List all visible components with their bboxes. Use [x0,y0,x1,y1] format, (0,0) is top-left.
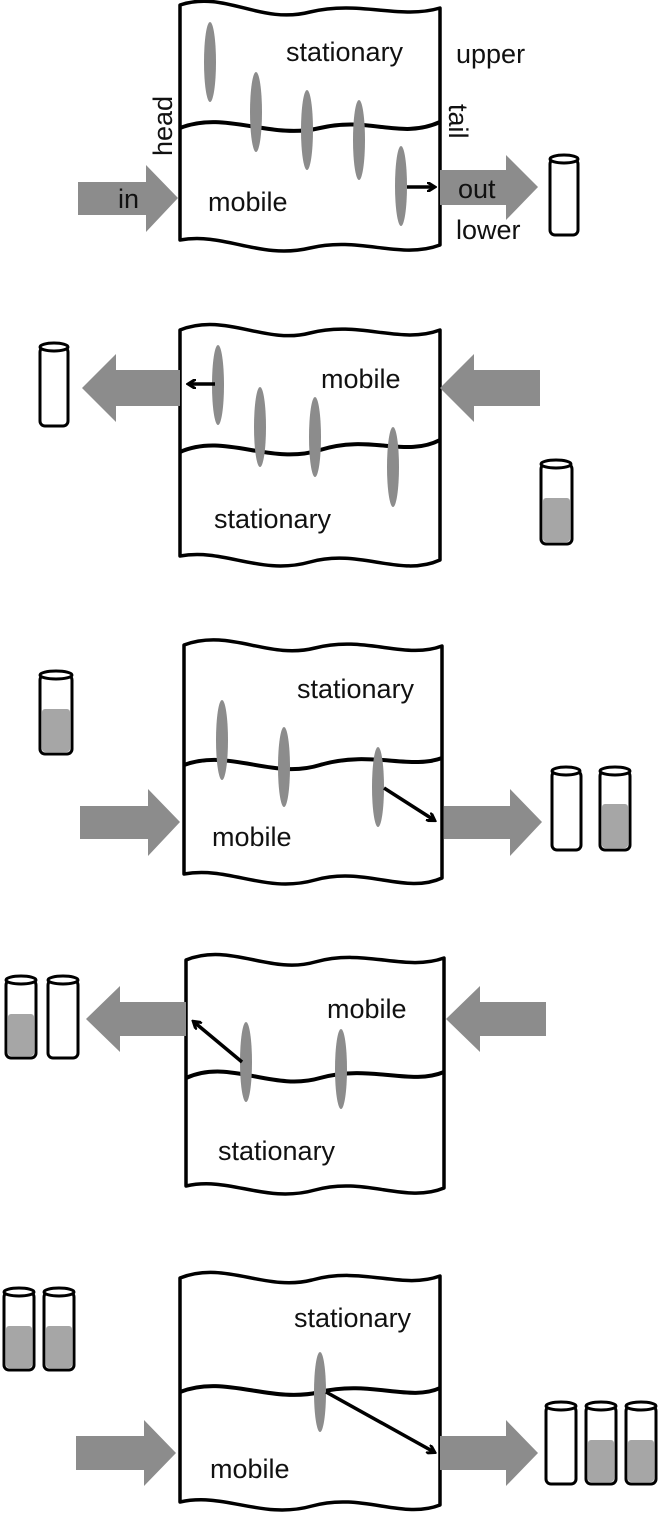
column-outline [178,322,442,568]
solute-band [309,397,321,477]
label-lower: lower [456,215,521,245]
label-mobile: mobile [212,822,292,852]
solute-band [301,90,313,170]
phase-interface [179,1384,441,1397]
solute-band [254,387,266,467]
vial-filled [4,974,38,1060]
label-stationary: stationary [286,37,404,67]
solute-band [240,1022,252,1102]
outlet-arrow [86,986,186,1052]
panel-3: stationary mobile [38,638,632,886]
solute-band [216,700,228,780]
solute-band [372,747,384,827]
label-upper: upper [456,39,525,69]
vial-filled [624,1400,658,1486]
phase-interface [179,120,441,133]
outlet-arrow [444,789,542,856]
solute-band [314,1352,326,1432]
label-mobile: mobile [208,187,288,217]
label-tail: tail [443,104,473,139]
label-stationary: stationary [218,1136,336,1166]
solute-band [250,72,262,152]
vial [548,153,580,237]
flow-arrow [194,1022,244,1064]
column-outline [178,0,442,253]
solute-band [395,146,407,226]
label-stationary: stationary [297,674,415,704]
inlet-arrow [80,789,180,856]
outlet-arrow [440,1420,538,1486]
label-out: out [458,174,496,204]
label-stationary: stationary [214,504,332,534]
inlet-arrow [446,986,546,1052]
solute-band [278,727,290,807]
flow-arrow [325,1390,434,1452]
vial [38,341,70,428]
column-outline [182,638,444,886]
vial-filled [2,1286,36,1372]
inlet-arrow [78,165,178,232]
label-mobile: mobile [327,994,407,1024]
outlet-arrow [440,155,538,220]
panel-2: mobile stationary [38,322,574,568]
column-outline [178,1270,442,1512]
label-stationary: stationary [294,1303,412,1333]
vial-filled [598,765,632,852]
panel-5: stationary mobile [2,1270,658,1512]
vial-filled [38,669,74,756]
solute-band [353,100,365,180]
solute-band [204,22,216,102]
label-mobile: mobile [321,364,401,394]
panel-1: stationary upper mobile lower in out hea… [78,0,580,253]
label-mobile: mobile [210,1454,290,1484]
vial-filled [42,1286,76,1372]
vial [550,765,583,852]
inlet-arrow [76,1420,176,1486]
solute-band [335,1029,347,1109]
solute-band [387,427,399,507]
vial-filled [539,458,574,546]
flow-arrow [383,786,434,820]
panel-4: mobile stationary [4,952,546,1196]
outlet-arrow [82,354,180,422]
vial-filled [584,1400,618,1486]
label-head: head [148,96,178,156]
vial [544,1400,578,1486]
phase-interface [185,1069,445,1084]
solute-band [212,345,224,425]
inlet-arrow [440,354,540,422]
vial [46,974,80,1060]
label-in: in [118,184,139,214]
